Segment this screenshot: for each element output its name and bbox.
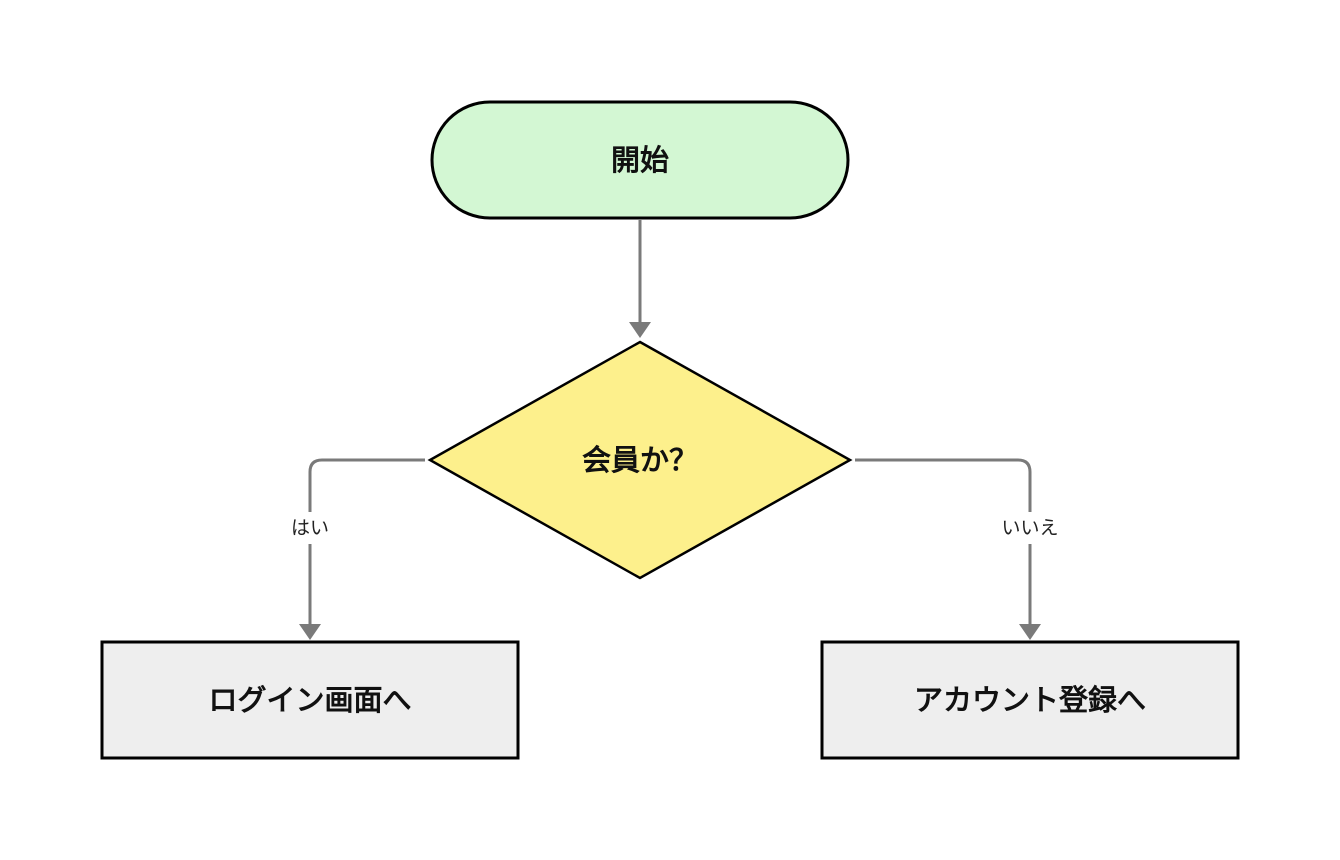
login-node — [100, 640, 520, 760]
login-node-label: ログイン画面へ — [208, 683, 411, 717]
register-node-label: アカウント登録へ — [914, 683, 1146, 717]
arrowhead-register — [1019, 624, 1041, 640]
arrowhead-login — [299, 624, 321, 640]
start-node — [430, 100, 850, 220]
connector-decision-to-register — [855, 458, 1032, 626]
yes-edge-label: はい — [291, 517, 329, 539]
connector-decision-to-login — [308, 458, 425, 626]
yes-label-background — [282, 512, 338, 544]
decision-node — [427, 340, 853, 580]
start-node-label: 開始 — [611, 143, 669, 177]
arrowhead-decision — [629, 322, 651, 338]
decision-node-label: 会員か？ — [582, 443, 698, 477]
register-node — [820, 640, 1240, 760]
no-edge-label: いいえ — [1001, 517, 1058, 539]
no-label-background — [994, 512, 1066, 544]
